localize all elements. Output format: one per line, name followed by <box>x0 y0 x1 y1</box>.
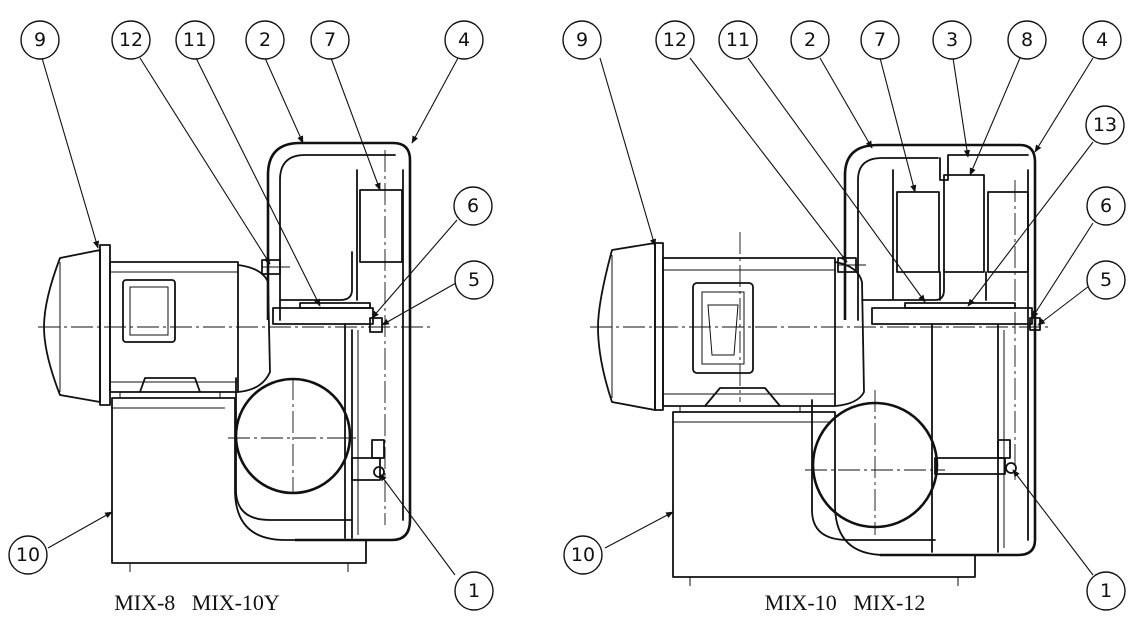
impeller-block-1 <box>896 191 940 273</box>
callout-5: 5 <box>454 260 494 300</box>
svg-text:2: 2 <box>259 29 271 51</box>
callout-12: 12 <box>655 20 695 60</box>
svg-text:7: 7 <box>874 29 886 51</box>
svg-text:9: 9 <box>576 29 588 51</box>
motor-body <box>662 257 836 407</box>
svg-text:5: 5 <box>1100 269 1112 291</box>
callout-2: 2 <box>790 20 830 60</box>
callout-1: 1 <box>454 571 494 611</box>
right-callouts: 9 12 11 2 7 3 8 4 13 6 5 10 1 <box>562 20 1126 611</box>
svg-text:6: 6 <box>1100 195 1112 217</box>
svg-text:7: 7 <box>324 29 336 51</box>
callout-7: 7 <box>860 20 900 60</box>
impeller-block-2 <box>943 174 985 273</box>
callout-2: 2 <box>245 20 285 60</box>
motor-foot <box>704 387 781 407</box>
outlet-duct <box>811 401 939 529</box>
scroll-casing <box>843 143 1037 557</box>
motor-fan-cover <box>43 249 101 403</box>
callout-9: 9 <box>562 20 602 60</box>
svg-text:11: 11 <box>183 29 207 51</box>
svg-text:1: 1 <box>1100 580 1112 602</box>
callout-4: 4 <box>1082 20 1122 60</box>
left-model-caption: MIX-8 MIX-10Y <box>114 590 280 615</box>
callout-7: 7 <box>310 20 350 60</box>
terminal-box <box>122 279 176 343</box>
callout-13: 13 <box>1085 105 1125 145</box>
callout-10: 10 <box>8 535 48 575</box>
impeller-block-3 <box>987 191 1029 273</box>
svg-text:11: 11 <box>726 29 750 51</box>
svg-text:3: 3 <box>946 29 958 51</box>
leader-lines <box>41 57 1094 576</box>
svg-text:4: 4 <box>1096 29 1108 51</box>
callout-3: 3 <box>932 20 972 60</box>
motor-end-ring <box>654 242 664 411</box>
svg-text:13: 13 <box>1093 114 1117 136</box>
motor-end-ring <box>99 244 111 406</box>
svg-text:12: 12 <box>663 29 687 51</box>
terminal-box <box>692 282 754 374</box>
motor-fan-cover <box>597 242 656 411</box>
callout-8: 8 <box>1007 20 1047 60</box>
callout-12: 12 <box>111 20 151 60</box>
impeller-block <box>359 189 403 263</box>
motor-foot <box>139 377 201 393</box>
svg-text:6: 6 <box>467 195 479 217</box>
callout-10: 10 <box>563 535 603 575</box>
callout-4: 4 <box>444 20 484 60</box>
callout-11: 11 <box>718 20 758 60</box>
svg-text:9: 9 <box>34 29 46 51</box>
callout-5: 5 <box>1086 260 1126 300</box>
svg-text:4: 4 <box>458 29 470 51</box>
callout-9: 9 <box>20 20 60 60</box>
svg-text:5: 5 <box>468 269 480 291</box>
callout-1: 1 <box>1086 571 1126 611</box>
svg-text:8: 8 <box>1021 29 1033 51</box>
svg-text:10: 10 <box>16 544 40 566</box>
svg-text:10: 10 <box>571 544 595 566</box>
right-model-caption: MIX-10 MIX-12 <box>765 590 926 615</box>
svg-text:1: 1 <box>468 580 480 602</box>
scroll-casing <box>266 141 412 542</box>
svg-text:2: 2 <box>804 29 816 51</box>
callout-11: 11 <box>175 20 215 60</box>
right-blower-drawing <box>590 143 1048 586</box>
callout-6: 6 <box>1086 186 1126 226</box>
left-callouts: 9 12 11 2 7 4 6 5 10 1 <box>8 20 494 611</box>
left-blower-drawing <box>38 141 432 572</box>
svg-text:12: 12 <box>119 29 143 51</box>
callout-6: 6 <box>453 186 493 226</box>
